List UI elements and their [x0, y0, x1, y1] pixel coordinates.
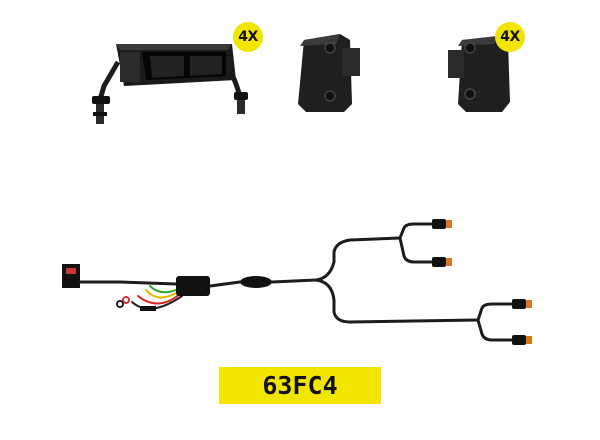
sku-label: 63FC4 [219, 367, 381, 404]
mounting-bracket-icon [448, 36, 510, 112]
quantity-badge-lights: 4X [233, 22, 263, 52]
quantity-badge-brackets: 4X [495, 22, 525, 52]
wiring-harness-icon [62, 219, 532, 345]
led-light-bar-icon [92, 44, 248, 124]
mounting-bracket-icon [298, 34, 360, 112]
